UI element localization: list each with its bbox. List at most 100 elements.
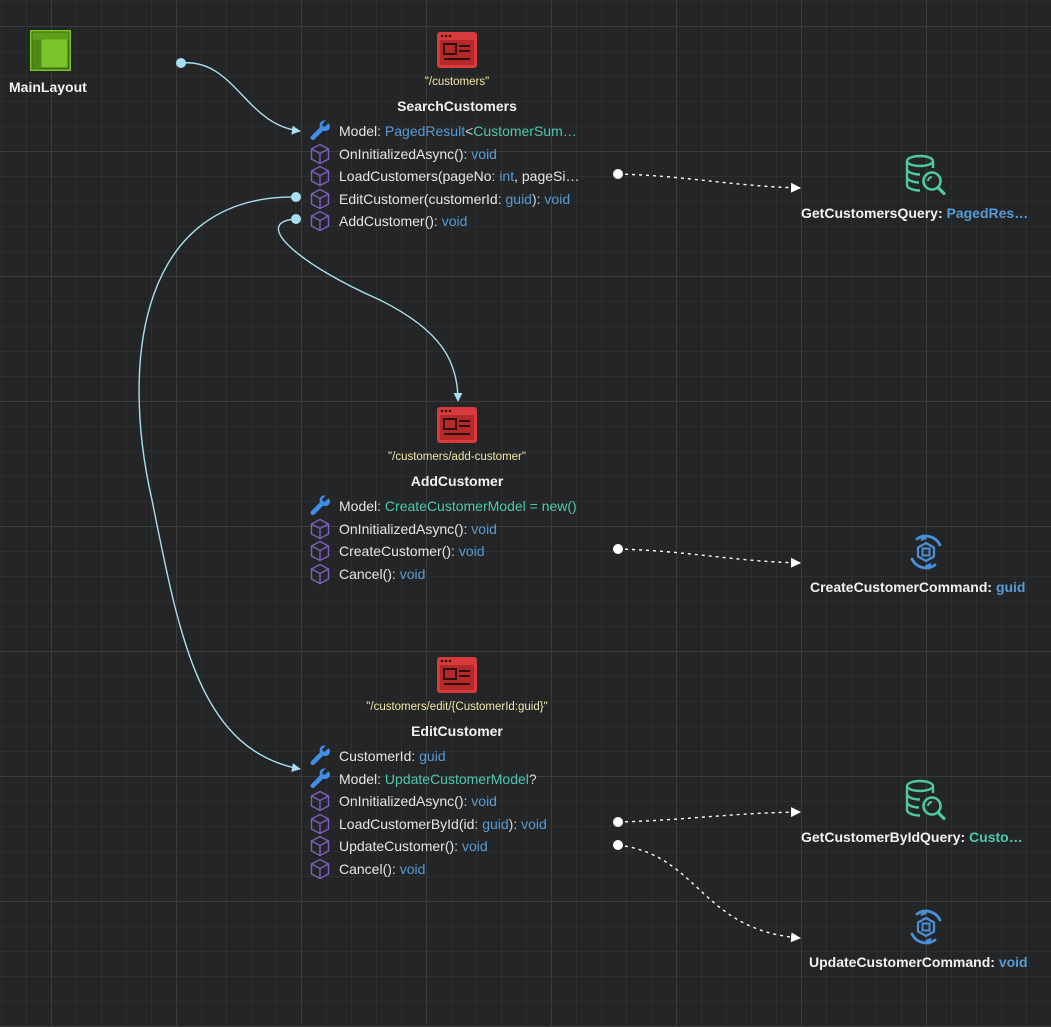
member-list: CustomerId: guid Model: UpdateCustomerMo… xyxy=(309,745,609,880)
handler-name: GetCustomerByIdQuery xyxy=(801,829,961,845)
member-return-type: void xyxy=(441,213,468,230)
cube-icon xyxy=(309,858,331,880)
member-params-rest: ): xyxy=(508,815,522,832)
component-title[interactable]: AddCustomer xyxy=(410,473,504,489)
edge-addcustomer-to-addcustomer-page xyxy=(277,214,463,402)
member-separator: : xyxy=(377,770,385,787)
member-separator: : xyxy=(451,543,459,560)
member-row[interactable]: AddCustomer(): void xyxy=(309,210,609,233)
component-title[interactable]: EditCustomer xyxy=(411,723,503,739)
member-row[interactable]: Cancel(): void xyxy=(309,858,609,881)
member-return-type: void xyxy=(461,838,488,855)
member-row[interactable]: LoadCustomerById(id: guid): void xyxy=(309,813,609,836)
member-row[interactable]: EditCustomer(customerId: guid): void xyxy=(309,188,609,211)
member-row[interactable]: Cancel(): void xyxy=(309,563,609,586)
member-separator: : xyxy=(433,213,442,230)
member-list: Model: PagedResult<CustomerSum… OnInitia… xyxy=(309,120,609,233)
member-separator: : xyxy=(377,123,385,140)
handler-label[interactable]: GetCustomerByIdQuery: Custo… xyxy=(801,829,1049,845)
member-param-type: int xyxy=(499,168,515,185)
member-name: Model xyxy=(339,498,378,515)
member-row[interactable]: OnInitializedAsync(): void xyxy=(309,143,609,166)
handler-return-type: guid xyxy=(995,579,1026,595)
member-name: Model xyxy=(339,770,378,787)
page-icon[interactable] xyxy=(436,656,478,699)
handler-return-type: void xyxy=(998,954,1028,970)
member-name: EditCustomer(customerId xyxy=(339,190,498,207)
query-database-icon[interactable] xyxy=(903,779,947,826)
member-type: CreateCustomerModel = new() xyxy=(384,498,577,515)
handler-return-type: PagedRes… xyxy=(946,205,1029,221)
handler-return-type: Custo… xyxy=(969,829,1023,845)
edge-loadcustomerbyid-to-getcustomerbyidquery xyxy=(613,807,801,827)
member-param-type: guid xyxy=(482,815,509,832)
handler-separator: : xyxy=(990,954,999,970)
member-row[interactable]: OnInitializedAsync(): void xyxy=(309,790,609,813)
member-row[interactable]: LoadCustomers(pageNo: int, pageSi… xyxy=(309,165,609,188)
member-return-type: void xyxy=(521,815,547,832)
member-row[interactable]: Model: UpdateCustomerModel? xyxy=(309,768,609,791)
member-row[interactable]: CustomerId: guid xyxy=(309,745,609,768)
cube-icon xyxy=(309,143,331,165)
handler-label[interactable]: GetCustomersQuery: PagedRes… xyxy=(801,205,1049,221)
member-name: UpdateCustomer() xyxy=(339,838,455,855)
member-return-type: void xyxy=(399,565,426,582)
member-return-type: void xyxy=(471,520,497,537)
member-type: PagedResult xyxy=(384,123,466,140)
member-return-type: void xyxy=(471,793,497,810)
member-return-type: void xyxy=(458,543,485,560)
edge-createcustomer-to-createcustomercommand xyxy=(613,544,801,568)
member-return-type: void xyxy=(471,145,497,162)
member-return-type: void xyxy=(399,860,426,877)
member-separator: : xyxy=(377,498,385,515)
component-title[interactable]: SearchCustomers xyxy=(397,98,517,114)
query-database-icon[interactable] xyxy=(903,154,947,201)
member-name: Cancel() xyxy=(339,860,392,877)
handler-name: UpdateCustomerCommand xyxy=(809,954,991,970)
member-name: LoadCustomerById(id xyxy=(339,815,475,832)
member-name: OnInitializedAsync() xyxy=(339,793,464,810)
member-row[interactable]: CreateCustomer(): void xyxy=(309,540,609,563)
mainlayout-label[interactable]: MainLayout xyxy=(9,79,87,95)
route-label: "/customers/add-customer" xyxy=(388,451,526,463)
member-row[interactable]: OnInitializedAsync(): void xyxy=(309,518,609,541)
handler-separator: : xyxy=(960,829,970,845)
handler-label[interactable]: CreateCustomerCommand: guid xyxy=(810,579,1025,595)
member-type: guid xyxy=(419,748,446,765)
member-separator: : xyxy=(411,748,420,765)
member-row[interactable]: Model: PagedResult<CustomerSum… xyxy=(309,120,609,143)
cube-icon xyxy=(309,518,331,540)
member-separator: : xyxy=(391,565,400,582)
edge-mainlayout-to-searchcustomers xyxy=(176,58,301,135)
member-type: UpdateCustomerModel xyxy=(384,770,529,787)
wrench-icon xyxy=(309,768,331,790)
member-separator: : xyxy=(454,838,462,855)
page-icon[interactable] xyxy=(436,31,478,74)
command-icon[interactable] xyxy=(905,906,947,953)
member-row[interactable]: Model: CreateCustomerModel = new() xyxy=(309,495,609,518)
member-params-rest: , pageSi… xyxy=(514,168,580,185)
handler-label[interactable]: UpdateCustomerCommand: void xyxy=(809,954,1028,970)
handler-name: CreateCustomerCommand xyxy=(810,579,988,595)
member-name: Cancel() xyxy=(339,565,392,582)
handler-name: GetCustomersQuery xyxy=(801,205,938,221)
wrench-icon xyxy=(309,745,331,767)
member-name: AddCustomer() xyxy=(339,213,434,230)
handler-separator: : xyxy=(937,205,947,221)
member-name: OnInitializedAsync() xyxy=(339,520,464,537)
cube-icon xyxy=(309,790,331,812)
handler-separator: : xyxy=(987,579,996,595)
member-name: OnInitializedAsync() xyxy=(339,145,464,162)
page-icon[interactable] xyxy=(436,406,478,449)
mainlayout-node-icon[interactable] xyxy=(29,29,72,72)
cube-icon xyxy=(309,165,331,187)
member-row[interactable]: UpdateCustomer(): void xyxy=(309,835,609,858)
cube-icon xyxy=(309,813,331,835)
member-param-type: guid xyxy=(505,190,532,207)
cube-icon xyxy=(309,188,331,210)
member-nullable-mark: ? xyxy=(528,770,537,787)
member-name: Model xyxy=(339,123,378,140)
command-icon[interactable] xyxy=(905,531,947,578)
wrench-icon xyxy=(309,495,331,517)
